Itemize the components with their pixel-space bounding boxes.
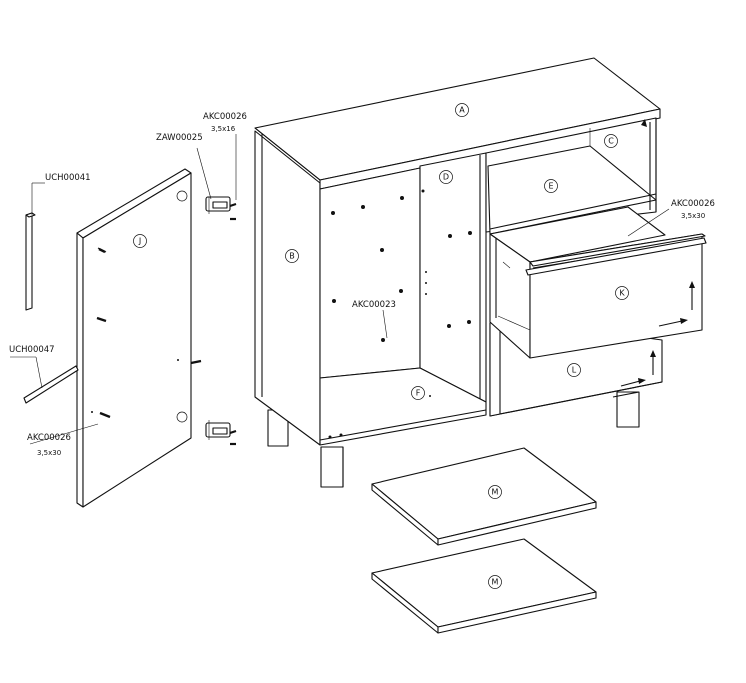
svg-text:M: M bbox=[492, 578, 499, 587]
label-uch00047: UCH00047 bbox=[9, 345, 55, 355]
svg-text:K: K bbox=[619, 289, 625, 298]
svg-text:L: L bbox=[572, 366, 577, 375]
svg-text:C: C bbox=[608, 137, 614, 146]
part-k-label: K bbox=[615, 286, 629, 300]
svg-text:B: B bbox=[289, 252, 295, 261]
hinge-bottom bbox=[205, 420, 237, 446]
label-akc-top-dim: 3,5x16 bbox=[211, 125, 236, 133]
handle-uch00047 bbox=[10, 356, 79, 404]
part-j-label: J bbox=[133, 234, 147, 248]
label-akc-door-dim: 3,5x30 bbox=[37, 449, 61, 457]
shelf-m-lower bbox=[371, 538, 597, 634]
drawer-k bbox=[489, 206, 707, 359]
leg-front-left bbox=[320, 446, 344, 488]
svg-text:M: M bbox=[492, 488, 499, 497]
door-screws bbox=[91, 247, 202, 419]
leader-lines bbox=[29, 208, 670, 445]
part-f-label: F bbox=[411, 386, 425, 400]
svg-text:E: E bbox=[548, 182, 553, 191]
label-akc-drawer-dim: 3,5x30 bbox=[681, 212, 705, 220]
part-labels: A B C D E F J K L M M bbox=[133, 103, 629, 589]
part-a-label: A bbox=[455, 103, 469, 117]
hardware-labels: UCH00041 UCH00047 ZAW00025 AKC00026 3,5x… bbox=[9, 112, 715, 457]
compartment-left bbox=[319, 167, 421, 379]
side-panel-b bbox=[254, 130, 321, 446]
label-uch00041: UCH00041 bbox=[45, 173, 91, 183]
svg-text:A: A bbox=[459, 106, 465, 115]
part-m-lower-label: M bbox=[488, 575, 502, 589]
bottom-panel-f bbox=[319, 367, 487, 446]
part-m-upper-label: M bbox=[488, 485, 502, 499]
direction-arrows bbox=[620, 119, 695, 387]
svg-text:F: F bbox=[416, 389, 421, 398]
handle-uch00041 bbox=[25, 182, 45, 311]
part-c-label: C bbox=[604, 134, 618, 148]
shelf-pin-holes bbox=[328, 189, 472, 439]
label-akc-drawer-code: AKC00026 bbox=[671, 199, 715, 209]
label-akc-shelf-code: AKC00023 bbox=[352, 300, 396, 310]
svg-text:D: D bbox=[443, 173, 449, 182]
divider-d bbox=[419, 152, 487, 403]
shelf-m-upper bbox=[371, 447, 597, 546]
part-b-label: B bbox=[285, 249, 299, 263]
svg-text:J: J bbox=[138, 237, 141, 246]
label-akc-top-code: AKC00026 bbox=[203, 112, 247, 122]
part-d-label: D bbox=[439, 170, 453, 184]
label-zaw00025: ZAW00025 bbox=[156, 133, 203, 143]
door-j bbox=[76, 168, 202, 508]
part-e-label: E bbox=[544, 179, 558, 193]
part-l-label: L bbox=[567, 363, 581, 377]
hinge-top bbox=[196, 134, 237, 221]
leg-right bbox=[616, 391, 640, 428]
label-akc-door-code: AKC00026 bbox=[27, 433, 71, 443]
door-j-face bbox=[82, 172, 192, 508]
